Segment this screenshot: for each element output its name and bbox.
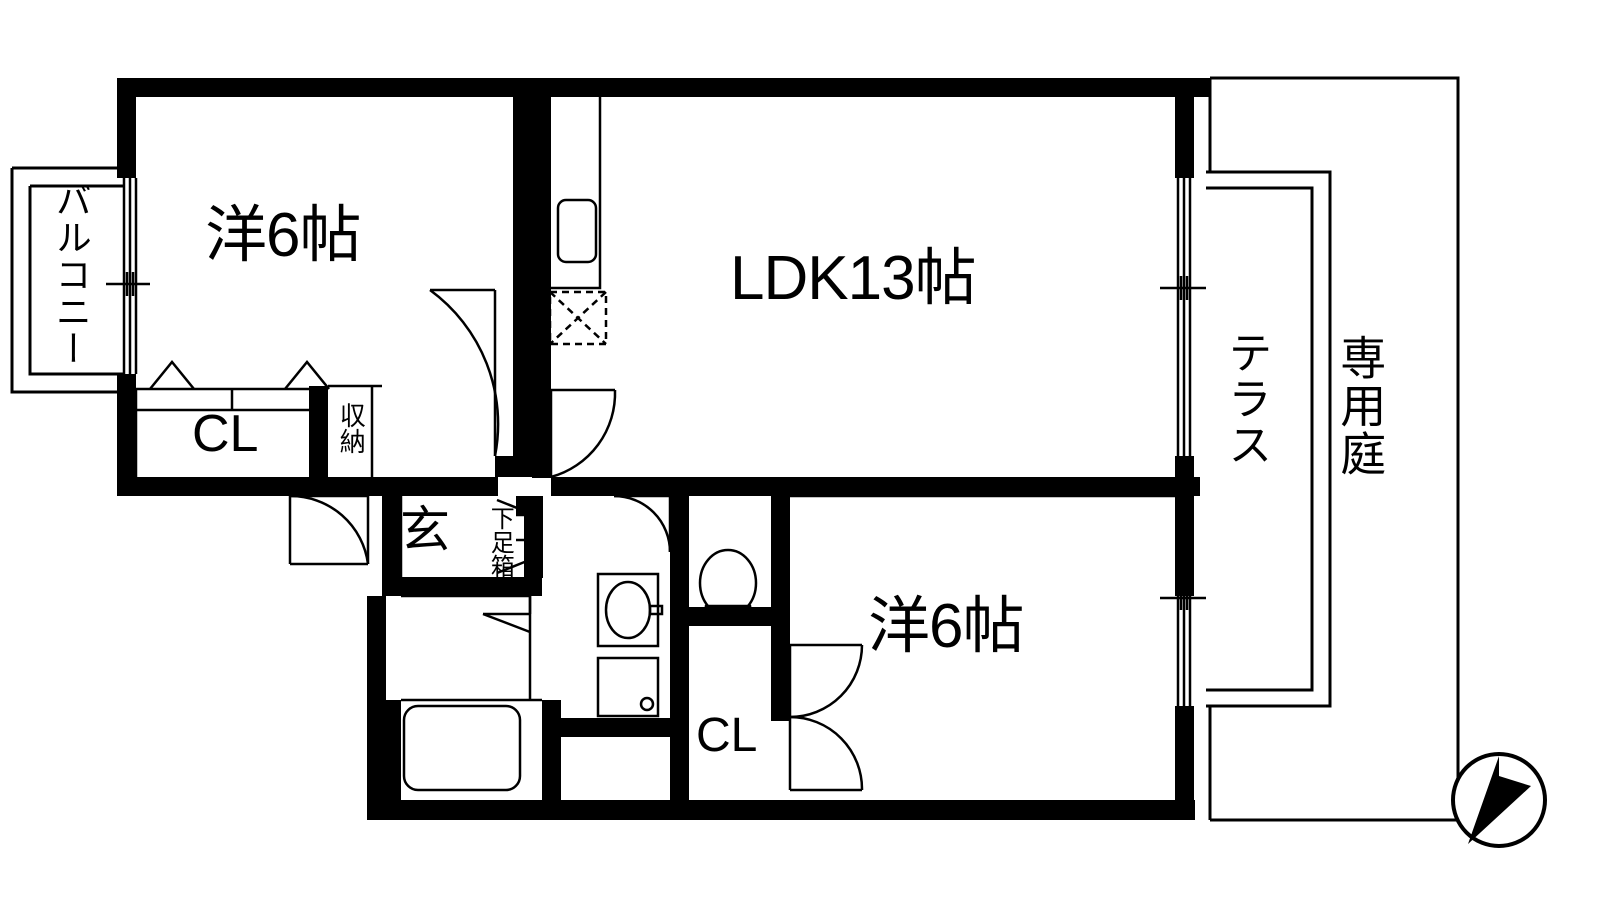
interior-detail-lines [106, 92, 1206, 800]
balcony-label: バルコニー [50, 182, 92, 367]
room-label-bedroom-south: 洋6帖 [868, 592, 1024, 661]
exterior-walls [117, 78, 1210, 820]
genkan-label: 玄 [400, 502, 450, 558]
balcony-outline [10, 166, 124, 394]
terrace-outline [1206, 170, 1332, 708]
terrace-label: テラス [1221, 330, 1271, 468]
storage-label-north: 収納 [336, 402, 367, 454]
room-label-ldk: LDK13帖 [730, 244, 977, 313]
shoebox-label: 下足箱 [486, 506, 514, 578]
room-label-bedroom-north: 洋6帖 [205, 201, 361, 270]
vent-detail [515, 299, 533, 391]
private-garden-label: 専用庭 [1334, 334, 1387, 478]
closet-label-north: CL [192, 405, 259, 463]
closet-label-south: CL [696, 709, 758, 762]
north-arrow-icon [1451, 752, 1547, 848]
